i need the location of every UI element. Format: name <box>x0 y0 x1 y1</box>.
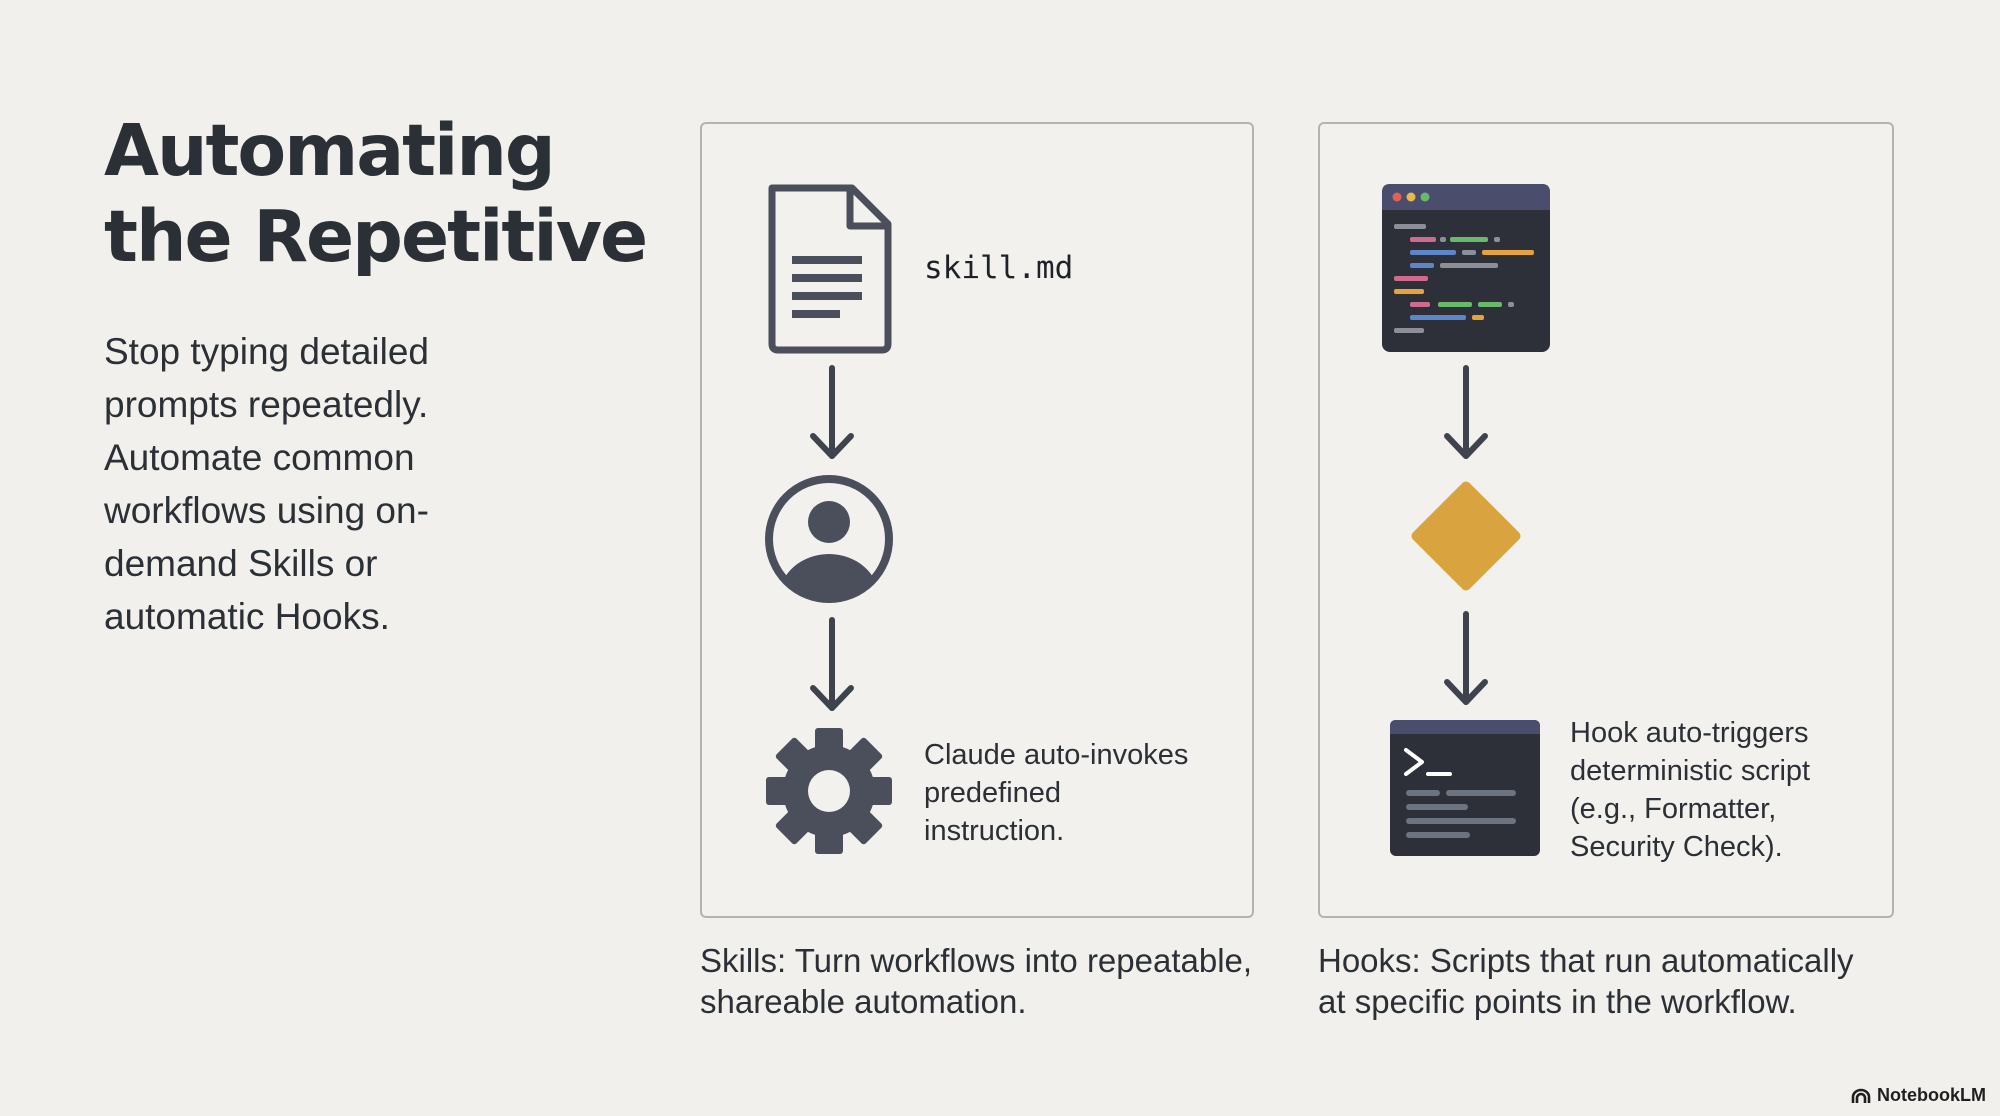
terminal-icon <box>1390 720 1540 856</box>
hooks-note-line: (e.g., Formatter, <box>1570 793 1777 825</box>
notebooklm-watermark: NotebookLM <box>1851 1085 1986 1106</box>
hooks-panel: Hook auto-triggers deterministic script … <box>1318 122 1894 918</box>
hooks-note-line: Hook auto-triggers <box>1570 717 1809 749</box>
hooks-caption-line: Hooks: Scripts that run automatically <box>1318 942 1854 979</box>
intro-line: Stop typing detailed <box>104 331 430 372</box>
hooks-caption-line: at specific points in the workflow. <box>1318 983 1797 1020</box>
gear-icon <box>766 728 892 854</box>
page-title: Automating the Repetitive <box>104 108 664 280</box>
skills-panel: skill.md Claude auto-invokes p <box>700 122 1254 918</box>
code-editor-window-icon <box>1382 184 1550 352</box>
arrow-down-icon <box>1444 611 1488 705</box>
skills-caption-line: Skills: Turn workflows into repeatable, <box>700 942 1253 979</box>
decision-diamond-icon <box>1411 481 1521 591</box>
intro-line: automatic Hooks. <box>104 596 390 637</box>
skills-note-line: Claude auto-invokes <box>924 739 1189 771</box>
skills-note: Claude auto-invokes predefined instructi… <box>924 736 1188 850</box>
watermark-text: NotebookLM <box>1877 1085 1986 1105</box>
arrow-down-icon <box>810 365 854 459</box>
skills-caption: Skills: Turn workflows into repeatable, … <box>700 940 1252 1022</box>
notebooklm-logo-icon <box>1851 1088 1871 1103</box>
skills-note-line: instruction. <box>924 815 1065 847</box>
arrow-down-icon <box>810 617 854 711</box>
arrow-down-icon <box>1444 365 1488 459</box>
hooks-caption: Hooks: Scripts that run automatically at… <box>1318 940 1854 1022</box>
document-icon <box>768 184 892 354</box>
hooks-note: Hook auto-triggers deterministic script … <box>1570 714 1810 866</box>
hooks-note-line: Security Check). <box>1570 831 1783 863</box>
title-line-1: Automating <box>104 109 556 192</box>
intro-text: Stop typing detailed prompts repeatedly.… <box>104 325 524 643</box>
user-avatar-icon <box>765 475 893 603</box>
skills-note-line: predefined <box>924 777 1062 809</box>
intro-line: prompts repeatedly. <box>104 384 429 425</box>
title-line-2: the Repetitive <box>104 195 648 278</box>
skills-caption-line: shareable automation. <box>700 983 1027 1020</box>
intro-line: demand Skills or <box>104 543 378 584</box>
skill-file-label: skill.md <box>924 250 1074 286</box>
intro-line: workflows using on- <box>104 490 429 531</box>
intro-line: Automate common <box>104 437 415 478</box>
hooks-note-line: deterministic script <box>1570 755 1811 787</box>
